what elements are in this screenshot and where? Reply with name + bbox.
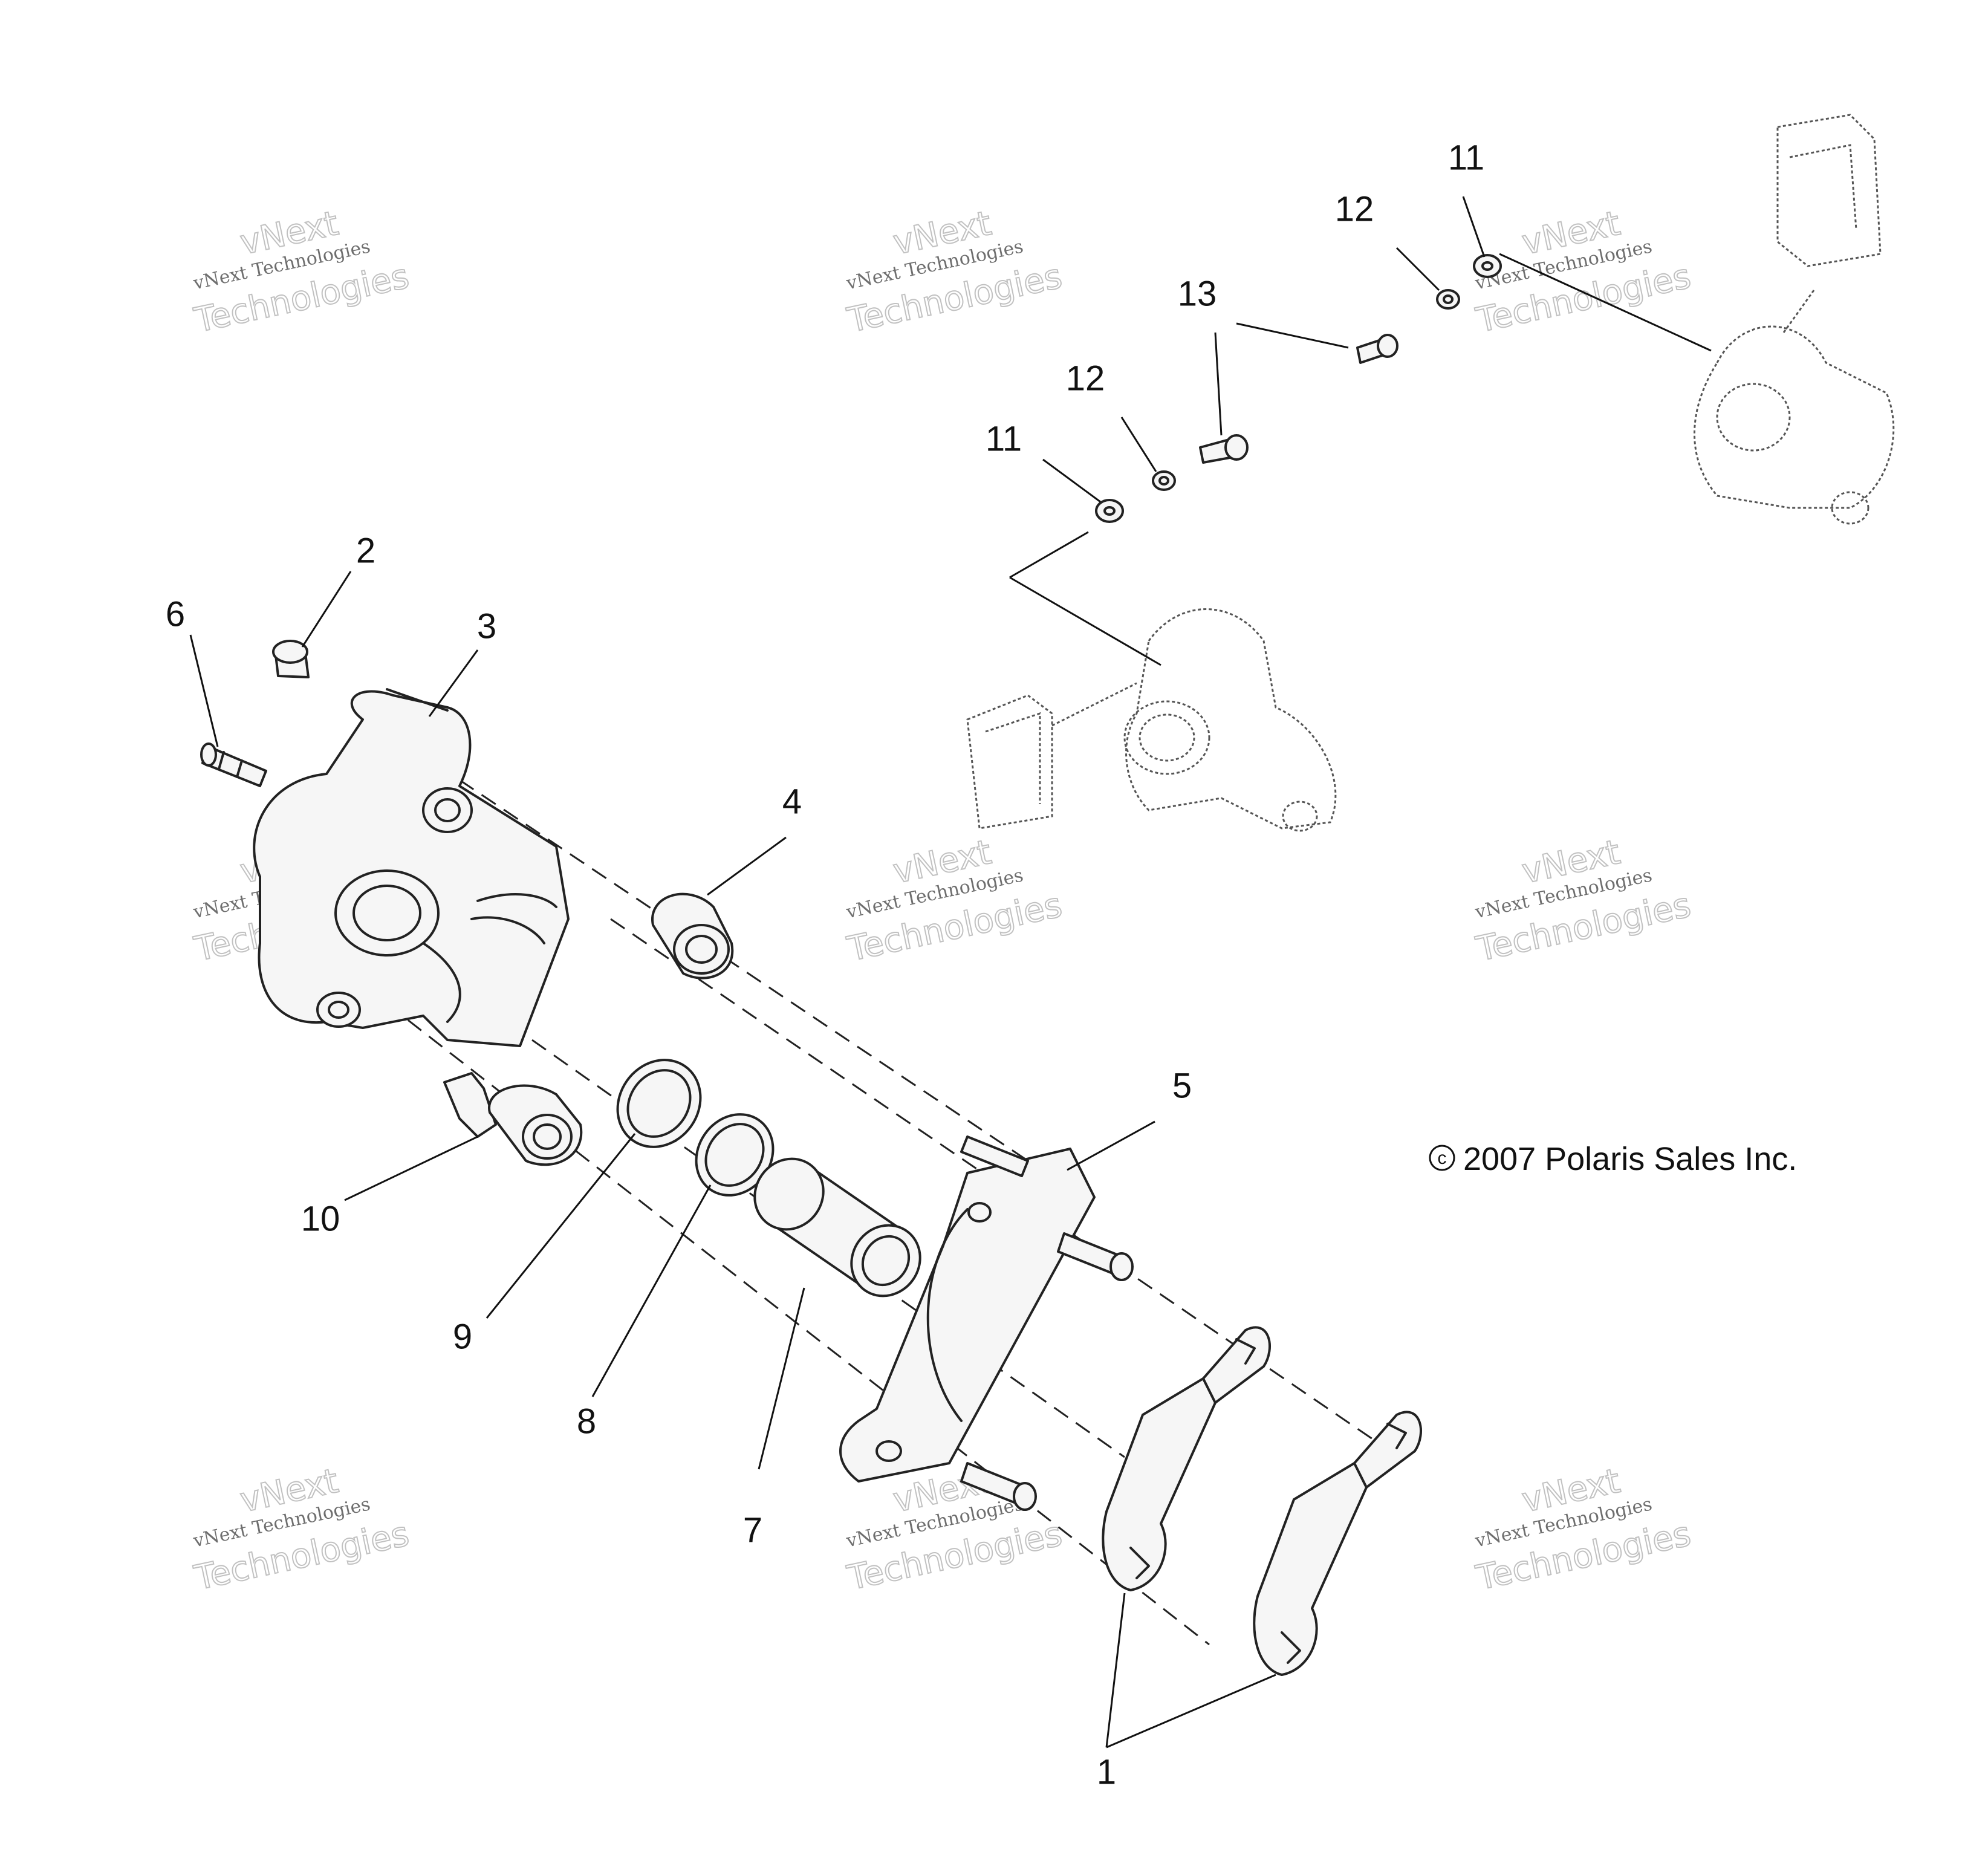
callout-1: 1 (1097, 1752, 1116, 1791)
reference-caliper-assembly-left (966, 608, 1337, 832)
watermark: vNext Technologies Technologies vNext (190, 1461, 413, 1599)
copyright-notice: c 2007 Polaris Sales Inc. (1429, 1141, 1797, 1177)
bolt-13-left (1199, 434, 1249, 464)
watermark: vNext Technologies Technologies vNext (190, 203, 413, 341)
callout-11-left: 11 (986, 419, 1022, 458)
callout-7: 7 (743, 1510, 762, 1550)
callout-11-right: 11 (1448, 138, 1484, 177)
bleeder-screw (200, 742, 267, 787)
bushing (272, 640, 310, 678)
callout-6: 6 (166, 594, 185, 634)
callout-10: 10 (301, 1199, 340, 1238)
bolt-13-right (1356, 334, 1398, 364)
copyright-text: 2007 Polaris Sales Inc. (1463, 1141, 1797, 1177)
callout-4: 4 (782, 782, 802, 821)
washer-11-left (1095, 499, 1124, 523)
callout-2: 2 (356, 531, 375, 570)
boot-upper (651, 892, 734, 979)
watermark: vNext Technologies Technologies vNext (843, 832, 1066, 970)
callout-13: 13 (1178, 274, 1217, 313)
copyright-symbol-c: c (1438, 1148, 1447, 1168)
lock-washer-12-left (1152, 470, 1176, 491)
bracket (839, 1135, 1134, 1511)
copyright-symbol-icon (1429, 1145, 1455, 1171)
reference-caliper-assembly-right (1694, 114, 1895, 525)
seal-ring-9 (616, 1059, 702, 1148)
callout-12-left: 12 (1066, 359, 1105, 398)
watermark: vNext Technologies Technologies vNext (843, 203, 1066, 341)
caliper-body (253, 688, 570, 1047)
leader-lines (189, 196, 1712, 1749)
brake-pad-rear (1253, 1411, 1422, 1676)
callouts: 1 2 3 4 5 6 7 8 9 10 11 12 13 12 11 (166, 138, 1484, 1791)
callout-9: 9 (453, 1317, 472, 1356)
brake-pad-front (1102, 1326, 1271, 1591)
callout-8: 8 (577, 1402, 596, 1441)
washer-11-right (1473, 254, 1502, 278)
watermark: vNext Technologies Technologies vNext (1472, 832, 1695, 970)
seal-ring-8 (695, 1113, 775, 1197)
callout-5: 5 (1172, 1066, 1192, 1105)
lock-washer-12-right (1436, 289, 1460, 310)
callout-12-right: 12 (1335, 189, 1374, 229)
callout-3: 3 (477, 606, 496, 646)
boot-pin-lower (443, 1072, 583, 1166)
watermark: vNext Technologies Technologies vNext (1472, 1461, 1695, 1599)
piston (753, 1157, 921, 1298)
